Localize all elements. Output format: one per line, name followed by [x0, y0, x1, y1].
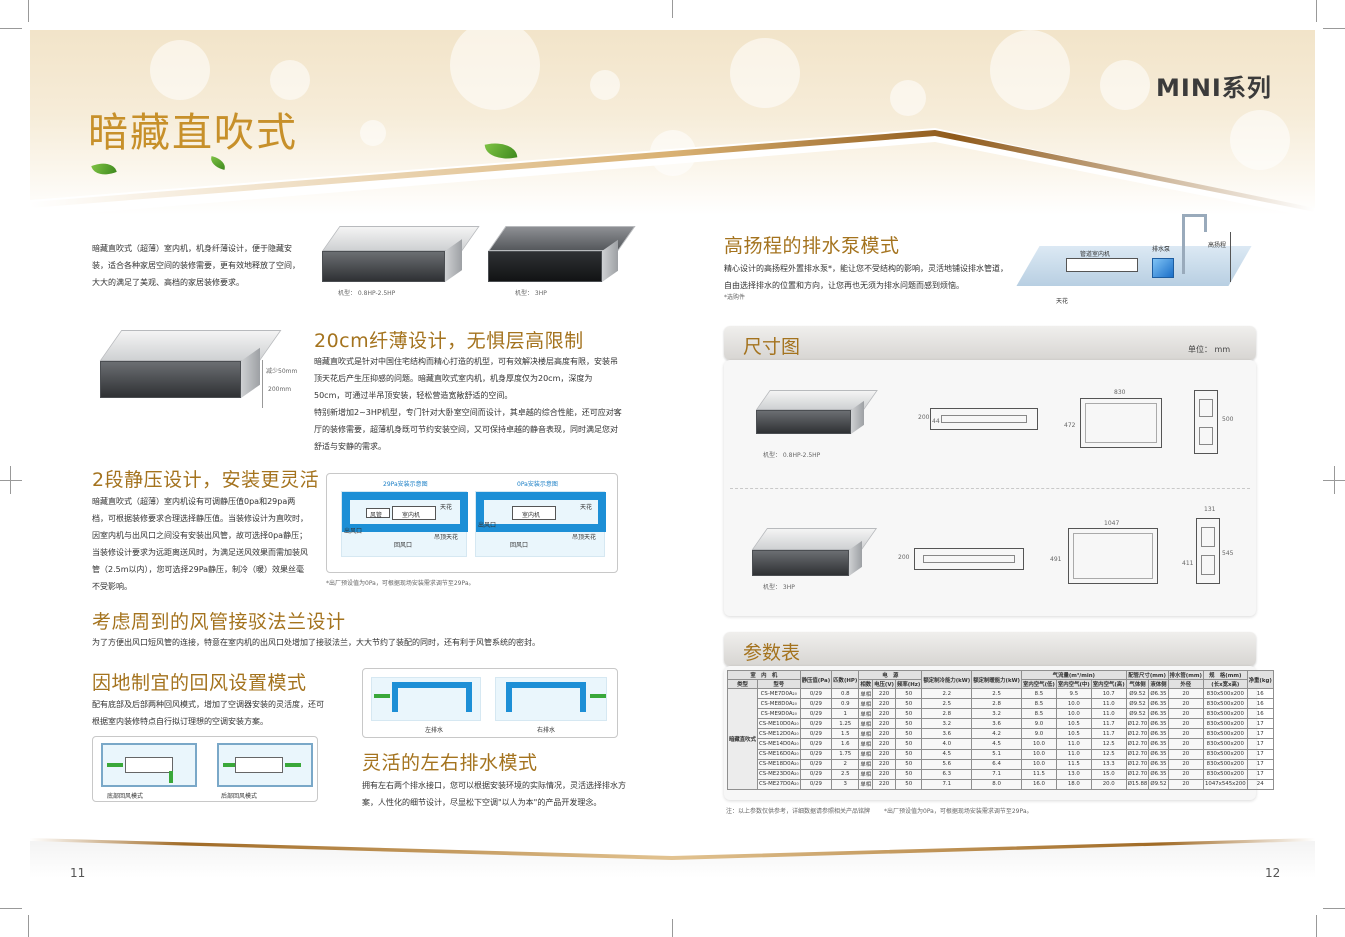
model-caption: 机型： 0.8HP-2.5HP — [338, 290, 396, 297]
dimensions-unit: 单位： mm — [1188, 345, 1231, 354]
crop-mark — [1316, 915, 1317, 937]
drawing-front-a — [930, 408, 1038, 430]
type-cell: 暗藏直吹式 — [727, 688, 758, 790]
slim-paragraph-2: 特别新增加2~3HP机型，专门针对大卧室空间而设计，其卓越的综合性能，还可应对客… — [314, 408, 622, 451]
drain-text: 拥有左右两个排水接口，您可以根据安装环境的实际情况，灵活选择排水方案，人性化的细… — [362, 781, 626, 807]
series-logo: MINI系列 — [1156, 74, 1272, 102]
section-title-flange: 考虑周到的风管接驳法兰设计 — [92, 611, 346, 633]
dimension-label: 减少50mm — [266, 368, 298, 375]
crop-mark — [0, 480, 22, 481]
return-label: 后部回风模式 — [221, 793, 258, 800]
drawing-top-b — [1068, 528, 1158, 584]
crop-mark — [1323, 28, 1345, 29]
intro-text: 暗藏直吹式（超薄）室内机，机身纤薄设计，便于隐藏安装，适合各种家居空间的装修需要… — [92, 244, 300, 287]
rear-return-diagram — [217, 743, 313, 787]
crop-mark — [1323, 908, 1345, 909]
spec-note: 注：以上参数仅供参考，详细数据请参照相关产品铭牌 — [726, 808, 871, 815]
drawing-front-b — [914, 548, 1024, 570]
crop-mark — [0, 28, 22, 29]
crop-mark — [10, 466, 11, 494]
drawing-side-b — [1196, 518, 1220, 584]
section-title-slim: 20cm纤薄设计，无惧层高限制 — [314, 330, 584, 352]
flange-text: 为了方便出风口短风管的连接，特意在室内机的出风口处增加了接驳法兰，大大节约了装配… — [92, 638, 540, 647]
section-title-return-air: 因地制宜的回风设置模式 — [92, 672, 307, 694]
spec-note: *出厂预设值为0Pa，可根据现场安装需求调节至29Pa。 — [884, 808, 1033, 815]
pressure-note: *出厂预设值为0Pa，可根据现场安装需求调节至29Pa。 — [326, 580, 475, 587]
dimensions-title-bar — [724, 326, 1256, 360]
spec-table: 室 内 机 静压值(Pa) 匹数(HP) 电 源 额定制冷能力(kW) 额定制暖… — [727, 670, 1274, 790]
diagram-title: 29Pa安装示意图 — [383, 481, 428, 488]
dimension-line — [262, 360, 263, 408]
section-title-pressure: 2段静压设计，安装更灵活 — [92, 469, 320, 491]
pump-note: *选购件 — [724, 294, 746, 301]
bottom-return-diagram — [101, 743, 197, 787]
return-air-text: 配有底部及后部两种回风模式，增加了空调器安装的灵活度，还可根据室内装修特点自行拟… — [92, 700, 324, 726]
divider — [730, 488, 1250, 489]
dimension-unit-b — [752, 528, 878, 576]
section-title-pump: 高扬程的排水泵模式 — [724, 235, 900, 257]
return-air-diagram: 底部回风模式 后部回风模式 — [92, 736, 318, 802]
crop-mark — [1334, 466, 1335, 494]
spec-title-bar — [724, 632, 1256, 666]
dimension-label: 200mm — [268, 386, 292, 393]
product-image-large — [488, 226, 636, 282]
model-caption: 机型： 3HP — [763, 584, 795, 591]
diagram-0pa: 室内机 天花 出风口 回风口 吊顶天花 — [475, 491, 606, 557]
crop-mark — [1316, 0, 1317, 22]
crop-mark — [28, 0, 29, 22]
drain-label: 右排水 — [537, 727, 556, 734]
section-title-drain: 灵活的左右排水模式 — [362, 752, 538, 774]
drawing-side-a — [1194, 390, 1218, 454]
return-label: 底部回风模式 — [107, 793, 144, 800]
drain-diagram: 左排水 右排水 — [362, 668, 618, 738]
pump-diagram: 管道室内机 排水泵 高扬程 天花 — [1016, 206, 1252, 305]
spec-title: 参数表 — [743, 642, 801, 664]
slim-paragraph-1: 暗藏直吹式是针对中国住宅结构而精心打造的机型，可有效解决楼层高度有限，安装吊顶天… — [314, 357, 618, 400]
product-image-small — [322, 226, 480, 282]
diagram-title: 0Pa安装示意图 — [517, 481, 558, 488]
footer-band — [30, 838, 1315, 878]
crop-mark — [0, 908, 22, 909]
dimensions-title: 尺寸图 — [743, 336, 801, 358]
page-number-left: 11 — [70, 866, 86, 880]
pump-text: 精心设计的高扬程外置排水泵*，能让您不受结构的影响，灵活地铺设排水管道，自由选择… — [724, 264, 1008, 290]
page-number-right: 12 — [1265, 866, 1281, 880]
drain-label: 左排水 — [425, 727, 444, 734]
page-title: 暗藏直吹式 — [88, 110, 298, 156]
dimension-unit-a — [756, 390, 878, 434]
diagram-29pa: 风管 室内机 天花 出风口 回风口 吊顶天花 — [341, 491, 468, 557]
crop-mark — [28, 915, 29, 937]
model-caption: 机型： 0.8HP-2.5HP — [763, 452, 821, 459]
crop-mark — [672, 0, 673, 18]
pressure-text: 暗藏直吹式（超薄）室内机设有可调静压值0pa和29pa两档，可根据装修要求合理选… — [92, 497, 308, 591]
header-gold-band — [30, 128, 1315, 218]
model-caption: 机型： 3HP — [515, 290, 547, 297]
crop-mark — [672, 919, 673, 937]
pressure-diagram: 29Pa安装示意图 0Pa安装示意图 风管 室内机 天花 出风口 回风口 吊顶天… — [326, 473, 618, 573]
product-image-slim — [100, 330, 282, 398]
drawing-top-a — [1080, 398, 1162, 448]
